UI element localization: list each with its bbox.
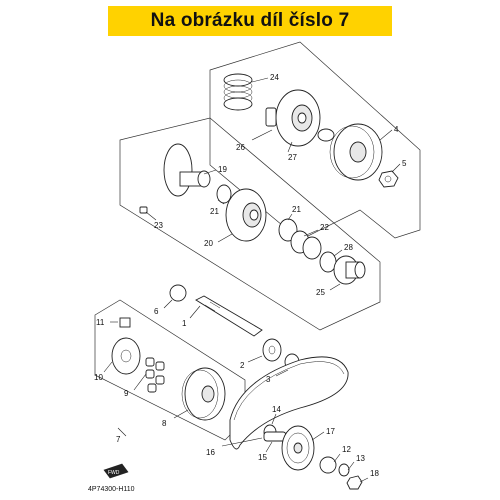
cam-part-10 <box>111 337 141 375</box>
callout-labels: 24 26 27 4 5 19 21 23 20 21 22 28 25 6 1… <box>94 73 407 478</box>
callout-21a: 21 <box>210 207 219 216</box>
callout-27: 27 <box>288 153 297 162</box>
washer-part-13 <box>338 463 350 477</box>
callout-21b: 21 <box>292 205 301 214</box>
callout-6: 6 <box>154 307 159 316</box>
callout-4: 4 <box>394 125 399 134</box>
callout-25: 25 <box>316 288 325 297</box>
nut-part <box>317 128 335 142</box>
fan-pulley-part-17 <box>281 425 315 471</box>
callout-2: 2 <box>240 361 245 370</box>
pin-part-23 <box>139 206 148 214</box>
callout-13: 13 <box>356 454 365 463</box>
fwd-arrow-icon: FWD <box>103 463 129 479</box>
callout-18: 18 <box>370 469 379 478</box>
callout-14: 14 <box>272 405 281 414</box>
primary-shaft-part-1 <box>195 295 263 337</box>
callout-9: 9 <box>124 389 129 398</box>
sliding-sheave-part-19 <box>163 143 211 197</box>
leader-lines <box>103 77 401 483</box>
v-belt <box>229 356 349 450</box>
callout-3: 3 <box>266 375 271 384</box>
callout-12: 12 <box>342 445 351 454</box>
callout-23: 23 <box>154 221 163 230</box>
bearing-part-6 <box>169 284 187 302</box>
clip-part-11 <box>119 317 131 328</box>
callout-5: 5 <box>402 159 407 168</box>
nut-part-5 <box>378 170 399 188</box>
title-banner: Na obrázku díl číslo 7 <box>108 6 392 36</box>
callout-15: 15 <box>258 453 267 462</box>
gear-part-2 <box>262 338 282 362</box>
banner-title: Na obrázku díl číslo 7 <box>150 10 350 31</box>
rollers-part-9 <box>145 357 165 393</box>
collar-part-25 <box>333 255 366 285</box>
clutch-carrier-part-27 <box>265 89 321 147</box>
callout-26: 26 <box>236 143 245 152</box>
washer-part-12 <box>319 456 337 474</box>
group-box-sheave <box>119 117 381 331</box>
nut-part-18 <box>346 475 363 490</box>
ring-part-21a <box>216 184 232 204</box>
primary-sheave-part-8 <box>181 367 226 421</box>
document-code: 4P74300-H110 <box>88 486 135 493</box>
callout-1: 1 <box>182 319 187 328</box>
callout-17: 17 <box>326 427 335 436</box>
spring-part-24 <box>223 73 253 111</box>
callout-24: 24 <box>270 73 279 82</box>
clutch-housing-part-4 <box>329 123 383 181</box>
fwd-label: FWD <box>108 470 120 476</box>
oring-part-22b <box>302 236 322 260</box>
callout-10: 10 <box>94 373 103 382</box>
callout-28: 28 <box>344 243 353 252</box>
callout-8: 8 <box>162 419 167 428</box>
callout-16: 16 <box>206 448 215 457</box>
callout-11: 11 <box>96 318 105 327</box>
callout-20: 20 <box>204 239 213 248</box>
callout-22: 22 <box>320 223 329 232</box>
fixed-sheave-part-20 <box>225 188 267 242</box>
callout-7: 7 <box>116 435 121 444</box>
callout-19: 19 <box>218 165 227 174</box>
